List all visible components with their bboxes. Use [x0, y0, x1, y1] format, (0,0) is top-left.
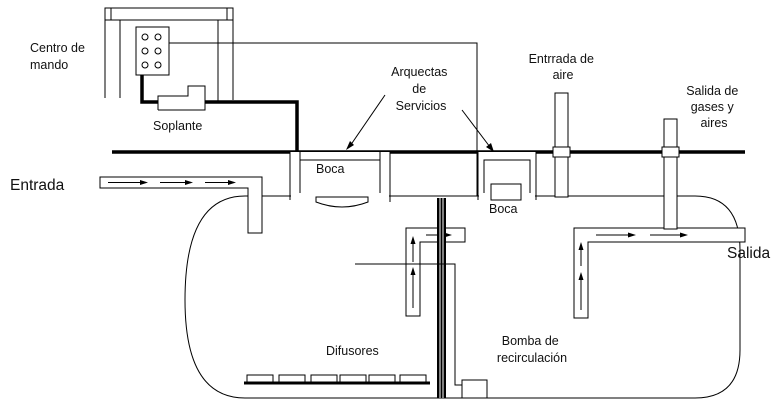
control-centre-label: Centro de mando: [30, 41, 88, 72]
inlet-label: Entrada: [10, 177, 65, 194]
diffuser-2: [278, 374, 306, 383]
arquetas-pointers: [346, 94, 494, 152]
diffuser-6: [399, 374, 427, 383]
service-chambers-label: Arquectas de Servicios: [391, 65, 451, 113]
recirculation-pump-label: Bomba de recirculación: [497, 334, 567, 365]
diffuser-3: [310, 374, 338, 383]
control-panel: [135, 26, 170, 76]
diffusers-label: Difusores: [326, 344, 379, 358]
blower-label: Soplante: [153, 119, 202, 133]
panel-indicator-2: [154, 33, 162, 41]
manhole-right-label: Boca: [489, 202, 518, 216]
air-inlet-label: Entrrada de aire: [529, 52, 598, 82]
panel-indicator-3: [141, 47, 149, 55]
gas-outlet-label: Salida de gases y aires: [686, 84, 742, 130]
diffuser-5: [368, 374, 396, 383]
diffuser-1: [246, 374, 274, 383]
outlet-pipe: [573, 227, 746, 319]
ground-line: [112, 146, 745, 158]
internal-transfer-pipe: [405, 227, 466, 317]
manhole-left-label: Boca: [316, 162, 345, 176]
panel-indicator-1: [141, 33, 149, 41]
panel-indicator-4: [154, 47, 162, 55]
blower: [157, 85, 206, 111]
control-centre-canopy: [104, 7, 234, 102]
outlet-label: Salida: [727, 245, 770, 262]
air-inlet-pipe: [552, 92, 571, 198]
tank-body: [184, 195, 741, 399]
diffusers: [244, 374, 430, 385]
diffuser-4: [339, 374, 367, 383]
air-pipe: [140, 75, 158, 104]
inlet-pipe: [99, 176, 263, 234]
pump-unit: [461, 379, 488, 399]
recirculation-pump: [355, 198, 488, 399]
gas-outlet-pipe: [661, 118, 680, 230]
panel-indicator-6: [154, 61, 162, 69]
panel-indicator-5: [141, 61, 149, 69]
